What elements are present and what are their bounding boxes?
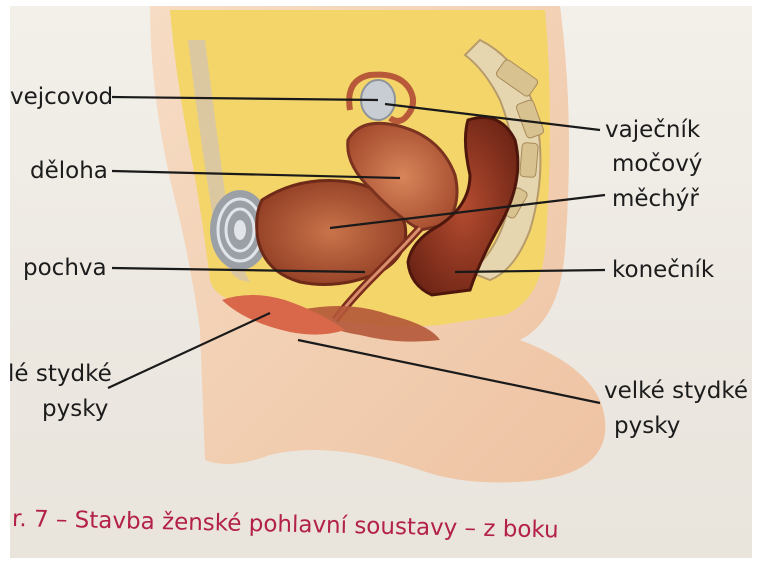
label-male-stydke-line1: lé stydké — [8, 360, 112, 388]
label-vajecnik: vaječník — [605, 116, 700, 144]
label-pochva: pochva — [23, 254, 107, 282]
label-mocovy-line1: močový — [612, 150, 702, 178]
label-velke-stydke-line1: velké stydké — [604, 377, 748, 405]
label-vejcovod: vejcovod — [10, 83, 113, 111]
label-deloha: děloha — [30, 157, 108, 185]
label-male-stydke-line2: pysky — [42, 395, 108, 423]
label-velke-stydke-line2: pysky — [614, 412, 680, 440]
label-mechyr-line2: měchýř — [612, 185, 699, 213]
label-konecnik: konečník — [612, 256, 714, 284]
